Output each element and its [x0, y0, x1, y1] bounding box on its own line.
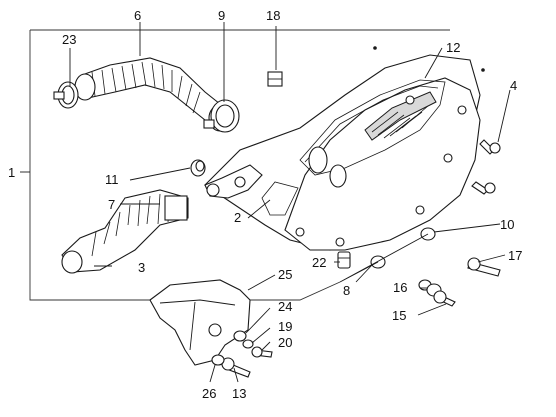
callout-8: 8: [343, 283, 350, 298]
callout-labels: 1 2 3 6 7 8 9 10 11 12 13 15 16 17 18 19…: [8, 8, 522, 401]
callout-22: 22: [312, 255, 326, 270]
washer-24: [233, 330, 247, 342]
callout-25: 25: [278, 267, 292, 282]
bolt-17: [467, 257, 501, 277]
screw-4-upper: [479, 139, 501, 155]
callout-13: 13: [232, 386, 246, 401]
callout-10: 10: [500, 217, 514, 232]
bolt-15: [433, 290, 456, 307]
callout-6: 6: [134, 8, 141, 23]
screw-4-lower: [471, 181, 496, 195]
ref-dot-2: [481, 68, 485, 72]
callout-18: 18: [266, 8, 280, 23]
hose-clamp-9: [203, 99, 240, 133]
callout-15: 15: [392, 308, 406, 323]
bracket-25: [149, 279, 251, 366]
callout-20: 20: [278, 335, 292, 350]
hose-clamp-23: [53, 81, 79, 109]
callout-4: 4: [510, 78, 517, 93]
washer-19: [242, 339, 254, 349]
callout-3: 3: [138, 260, 145, 275]
callout-17: 17: [508, 248, 522, 263]
bolt-20: [251, 346, 273, 358]
bolt-13: [221, 357, 251, 378]
callout-1: 1: [8, 165, 15, 180]
callout-9: 9: [218, 8, 225, 23]
clip-18: [267, 71, 283, 87]
grommet-11: [190, 159, 206, 177]
callout-19: 19: [278, 319, 292, 334]
callout-23: 23: [62, 32, 76, 47]
washer-26: [211, 354, 225, 366]
callout-16: 16: [393, 280, 407, 295]
air-box-housing: [204, 54, 481, 251]
leader-lines: [20, 22, 511, 383]
ref-dot-1: [373, 46, 377, 50]
callout-7: 7: [108, 197, 115, 212]
elbow-duct: [61, 189, 189, 274]
spacer-22: [337, 251, 351, 269]
callout-12: 12: [446, 40, 460, 55]
callout-11: 11: [105, 172, 119, 187]
filter-element: [364, 91, 437, 141]
callout-26: 26: [202, 386, 216, 401]
callout-2: 2: [234, 210, 241, 225]
callout-24: 24: [278, 299, 292, 314]
